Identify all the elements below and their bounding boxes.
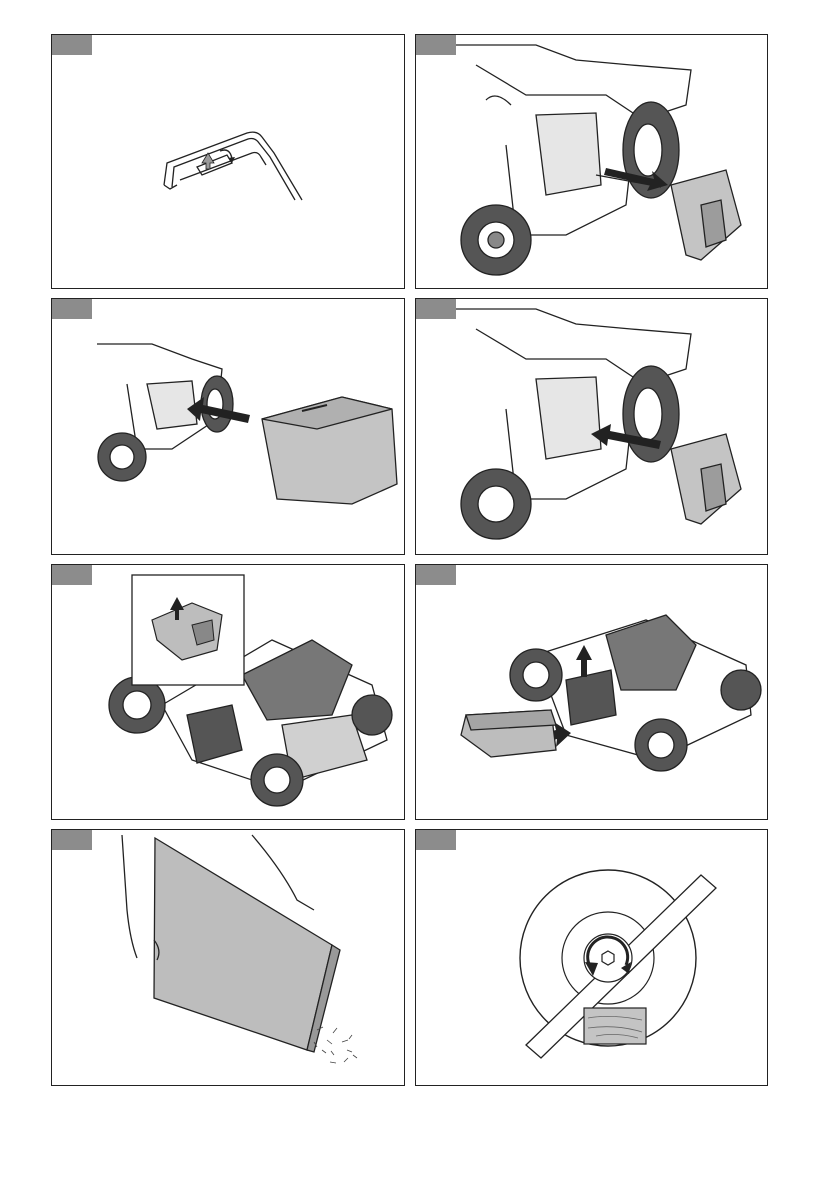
mulching-insert — [671, 434, 741, 524]
figure-panel-5 — [51, 564, 405, 820]
wheel-left — [461, 205, 531, 275]
figure-panel-2 — [415, 34, 768, 289]
figure-panel-8 — [415, 829, 768, 1086]
mower-side-illustration — [52, 565, 405, 820]
figure-panel-6 — [415, 564, 768, 820]
mower-side-chute-illustration — [416, 565, 768, 820]
arrow-up-icon — [576, 645, 592, 677]
figure-panel-1 — [51, 34, 405, 289]
grass-bag — [154, 838, 340, 1052]
grass-bag-illustration — [52, 299, 405, 555]
side-chute — [461, 710, 556, 757]
figure-panel-3 — [51, 298, 405, 555]
wood-block — [584, 1008, 646, 1044]
grass-bag — [262, 397, 397, 504]
mower-rear-illustration — [416, 299, 768, 555]
blade-illustration — [416, 830, 768, 1086]
handle-illustration — [52, 35, 405, 289]
empty-bag-illustration — [52, 830, 405, 1086]
detail-inset — [132, 575, 244, 685]
mulching-insert — [671, 170, 741, 260]
grass-clippings — [314, 1027, 357, 1063]
mower-rear-illustration — [416, 35, 768, 289]
figure-panel-7 — [51, 829, 405, 1086]
bolt — [602, 951, 614, 965]
figure-panel-4 — [415, 298, 768, 555]
